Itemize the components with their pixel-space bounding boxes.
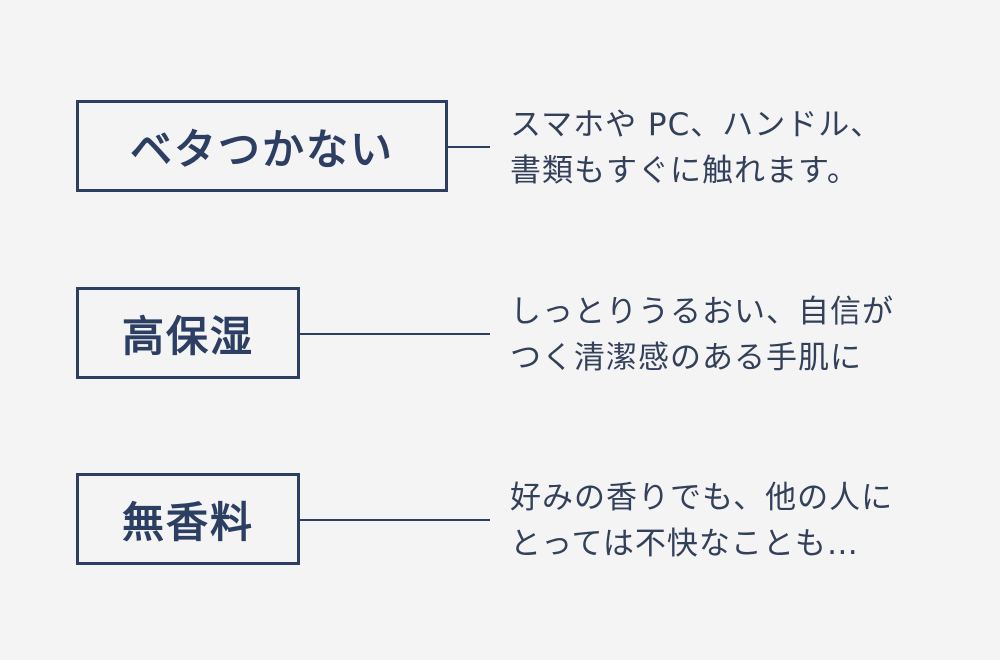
description-line: しっとりうるおい、自信が <box>510 294 894 330</box>
feature-description-high-moisture: しっとりうるおい、自信が つく清潔感のある手肌に <box>510 289 950 381</box>
feature-row-unscented: 無香料 好みの香りでも、他の人に とっては不快なことも… <box>0 473 1000 565</box>
description-line: 書類もすぐに触れます。 <box>510 153 859 189</box>
description-line: とっては不快なことも… <box>510 526 859 562</box>
connector-line <box>448 146 490 148</box>
feature-label-high-moisture: 高保湿 <box>76 287 300 379</box>
feature-description-non-sticky: スマホや PC、ハンドル、 書類もすぐに触れます。 <box>510 102 950 194</box>
feature-description-unscented: 好みの香りでも、他の人に とっては不快なことも… <box>510 475 950 567</box>
connector-line <box>300 333 490 335</box>
connector-line <box>300 519 490 521</box>
description-line: 好みの香りでも、他の人に <box>510 480 894 516</box>
description-line: つく清潔感のある手肌に <box>510 340 862 376</box>
feature-row-non-sticky: ベタつかない スマホや PC、ハンドル、 書類もすぐに触れます。 <box>0 100 1000 192</box>
feature-label-non-sticky: ベタつかない <box>76 100 448 192</box>
feature-row-high-moisture: 高保湿 しっとりうるおい、自信が つく清潔感のある手肌に <box>0 287 1000 379</box>
feature-label-unscented: 無香料 <box>76 473 300 565</box>
description-line: スマホや PC、ハンドル、 <box>510 107 883 143</box>
